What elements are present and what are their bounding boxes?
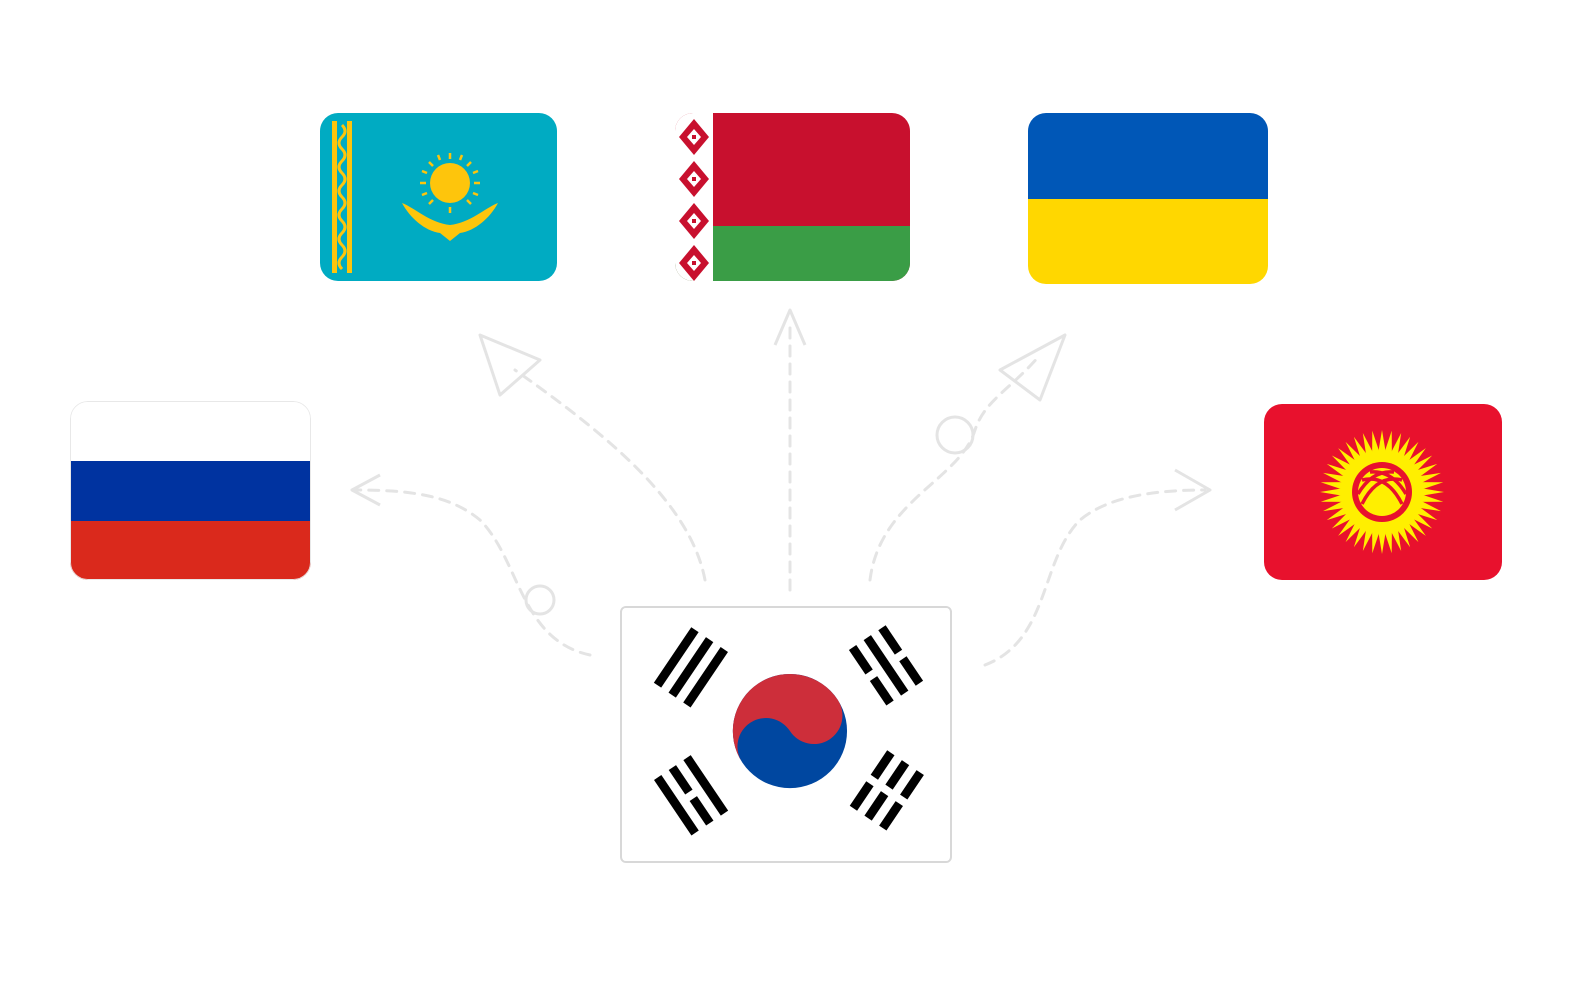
arrowhead-ukraine	[998, 333, 1067, 402]
arrow-to-ukraine	[868, 353, 1042, 582]
arrowhead-kyrgyzstan	[1174, 468, 1212, 512]
arrow-loop-russia	[524, 584, 556, 616]
arrowhead-kazakhstan	[478, 333, 542, 397]
arrowhead-russia	[350, 473, 381, 507]
russia-flag-icon	[70, 401, 311, 580]
arrow-to-russia	[353, 488, 592, 657]
ukraine-flag-icon	[1028, 113, 1268, 284]
arrow-to-kyrgyzstan	[983, 488, 1207, 667]
arrowhead-belarus	[773, 308, 807, 346]
kazakhstan-flag-icon	[320, 113, 557, 281]
arrow-to-kazakhstan	[513, 368, 707, 582]
south-korea-flag-icon	[620, 606, 952, 863]
kyrgyzstan-flag-icon	[1264, 404, 1502, 580]
arrow-loop-ukraine	[935, 415, 975, 455]
belarus-flag-icon	[675, 113, 910, 281]
